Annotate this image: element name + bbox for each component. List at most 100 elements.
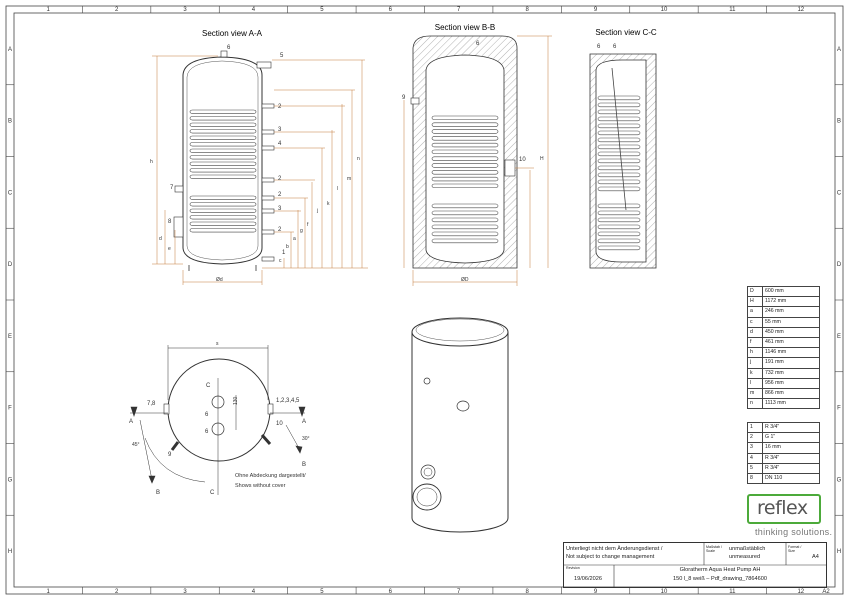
dimension-letter: b [286,244,289,250]
svg-text:6: 6 [476,41,480,47]
svg-text:9: 9 [402,95,406,101]
table-key: n [747,398,763,410]
table-key: c [747,316,763,328]
dimension-letter: a [293,236,296,242]
svg-text:6: 6 [205,429,209,435]
frame-column-label: 4 [252,7,256,13]
table-value: G 1" [762,432,820,444]
scale-label: Maßstab / Scale [706,545,722,553]
table-key: m [747,387,763,400]
revision-date: 19/06/2026 [574,576,602,582]
table-value: 866 mm [762,387,820,400]
frame-row-label: E [8,334,12,340]
frame-column-label: 3 [183,7,187,13]
frame-column-label: 6 [389,589,393,595]
svg-text:ØD: ØD [461,277,469,283]
frame-column-label: 8 [525,589,529,595]
svg-text:H: H [540,156,544,162]
svg-text:6: 6 [227,45,231,51]
section-view-b-b: Section view B-B 6 9 10 ØD H [402,23,552,286]
frame-column-label: 2 [115,7,119,13]
svg-text:130: 130 [233,396,239,405]
frame-row-label: H [8,549,12,555]
table-key: 3 [747,442,763,454]
frame-column-label: 10 [661,7,668,13]
dimension-letter: g [300,228,303,234]
frame-row-label: H [837,549,841,555]
frame-row-label: F [837,406,841,412]
svg-text:Ohne Abdeckung dargestellt/: Ohne Abdeckung dargestellt/ [235,473,306,479]
dimension-letter: m [347,176,351,182]
table-value: 600 mm [762,285,820,298]
frame-column-label: 6 [389,7,393,13]
dimension-letter: d [159,236,162,242]
frame-column-label: 4 [252,589,256,595]
scale-en: unmeasured [729,554,761,560]
table-value: R 3/4" [762,421,820,434]
table-value: DN 110 [762,472,820,485]
frame-row-label: C [8,190,13,196]
frame-column-label: 10 [661,589,668,595]
frame-column-label: 9 [594,589,598,595]
svg-text:3: 3 [278,127,282,133]
svg-text:h: h [150,159,153,165]
table-value: 1172 mm [762,296,820,308]
dimension-letter: l [337,186,338,192]
svg-text:10: 10 [519,157,526,163]
svg-text:5: 5 [280,53,284,59]
brand-tagline: thinking solutions. [755,527,833,537]
svg-text:2: 2 [278,192,282,198]
frame-column-label: 1 [47,7,51,13]
svg-text:C: C [210,490,215,496]
table-key: 5 [747,462,763,474]
frame-column-label: 3 [183,589,187,595]
frame-column-label: 7 [457,589,461,595]
scale-de: unmaßstäblich [729,546,766,552]
svg-text:B: B [302,462,306,468]
table-key: l [747,377,763,389]
dimension-letter: k [327,201,330,207]
svg-text:30°: 30° [302,436,310,442]
drawing-file: 150 l_8 weiß – Pdf_drawing_7864600 [673,576,767,582]
frame-row-label: F [8,406,12,412]
table-value: 191 mm [762,357,820,369]
table-value: 450 mm [762,326,820,338]
table-value: 1113 mm [762,398,820,410]
frame-column-label: 2 [115,589,119,595]
dimension-letter: n [357,156,360,162]
svg-text:4: 4 [278,141,282,147]
format-label: Format / Size [788,545,802,553]
svg-text:Ød: Ød [216,277,223,283]
svg-text:s: s [216,341,219,347]
svg-text:Shows without cover: Shows without cover [235,483,286,489]
frame-column-label: 11 [729,589,736,595]
frame-row-label: A [837,47,841,53]
section-c-c-title: Section view C-C [595,28,657,37]
svg-text:2: 2 [278,227,282,233]
svg-text:10: 10 [276,421,283,427]
revision-label: Revision [566,566,580,570]
svg-text:6: 6 [205,412,209,418]
frame-column-label: 9 [594,7,598,13]
frame-column-label: 1 [47,589,51,595]
frame-row-label: D [837,262,842,268]
svg-text:A: A [129,419,133,425]
svg-text:1: 1 [282,250,286,256]
svg-text:2: 2 [278,104,282,110]
isometric-tank-view [411,317,509,533]
